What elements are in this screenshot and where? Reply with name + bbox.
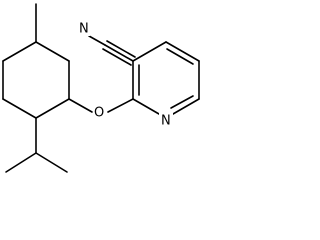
bond-isopropyl-me2 — [35, 152, 68, 173]
bond-ring-o — [68, 98, 93, 113]
nitrile-n-label: N — [79, 22, 89, 37]
nitrile-group — [88, 35, 136, 66]
bond-py-n-c2 — [132, 98, 160, 115]
bond-isopropyl-me1 — [5, 152, 37, 173]
bond-ring-3 — [35, 98, 70, 119]
bond-py-c6-n — [172, 98, 200, 115]
bond-nitrile-2 — [106, 40, 136, 58]
bond-py-c4-c5-inner — [166, 48, 194, 65]
bond-nitrile-3 — [102, 48, 132, 66]
bond-ring-4 — [2, 98, 37, 119]
bond-o-pyridine — [107, 98, 134, 113]
ring-n-label: N — [161, 114, 171, 129]
bond-py-c4-c5 — [165, 41, 200, 62]
pyridine-ring — [132, 41, 200, 115]
bond-nitrile-1 — [104, 44, 134, 62]
ether-o-label: O — [94, 106, 104, 121]
cyclohexane-ring — [2, 3, 70, 173]
atom-ring-n: N — [159, 112, 173, 129]
bond-ring-6 — [2, 41, 37, 62]
molecule-structure: N O N — [2, 3, 200, 173]
bond-ring-1 — [35, 41, 70, 62]
bond-nitrile-to-n — [88, 35, 106, 46]
bond-py-c6-n-inner — [170, 95, 194, 109]
bond-py-c3-c4 — [132, 41, 167, 62]
atom-ether-o: O — [93, 104, 107, 121]
ether-linkage — [68, 98, 134, 113]
atom-nitrile-n: N — [78, 20, 90, 37]
